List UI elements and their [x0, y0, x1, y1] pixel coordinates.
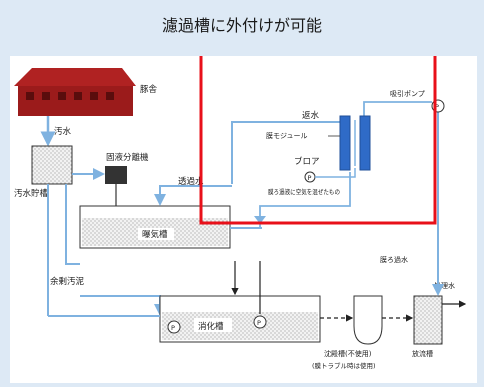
digestion-pump-left-icon [167, 320, 181, 334]
permeate-water-label: 透過水 [178, 176, 204, 187]
left-return-pipe [65, 184, 80, 265]
digestion-pump-right-icon [253, 315, 267, 329]
settling-tank [353, 295, 383, 345]
blower-mark: P [308, 174, 312, 182]
sewage-label: 汚水 [54, 126, 72, 137]
excess-sludge-pipe [80, 295, 166, 316]
membrane-module-left [339, 115, 351, 171]
discharge-tank [413, 295, 443, 345]
return-water-pipe [231, 121, 346, 184]
suction-pump-label: 吸引ポンプ [390, 89, 425, 98]
membrane-to-pump-pipe [363, 101, 432, 116]
solid-separator [105, 166, 127, 184]
membrane-permeate-label: 膜ろ過水 [380, 255, 408, 264]
barn-icon [14, 68, 136, 116]
aeration-tank-label: 曝気槽 [142, 229, 168, 240]
highlight-box [199, 44, 437, 225]
excess-sludge-label: 余剰汚泥 [50, 276, 85, 287]
digestion-tank-label-bg [194, 318, 232, 332]
process-diagram: 豚舎 汚水 汚水貯槽 固液分離機 曝気槽 透過水 余剰汚泥 P 消化槽 P [14, 44, 467, 370]
diagram-panel: 豚舎 汚水 汚水貯槽 固液分離機 曝気槽 透過水 余剰汚泥 P 消化槽 P [10, 44, 477, 383]
blower-label: ブロア [294, 156, 320, 167]
caption: 濾過槽に外付けが可能 [161, 16, 322, 35]
sewage-tank [31, 145, 73, 185]
barn-label: 豚舎 [140, 85, 158, 95]
settling-tank-label: 沈殿槽(不使用) [324, 349, 372, 358]
solid-separator-label: 固液分離機 [106, 152, 149, 163]
digestion-tank-label: 消化槽 [198, 321, 224, 332]
note-line: 膜ろ過液に空気を混ぜたもの [268, 187, 340, 196]
suction-pump-mark: P [435, 103, 439, 111]
digestion-pump-left-mark: P [171, 324, 175, 332]
digestion-pump-right-mark: P [257, 319, 261, 327]
membrane-module-label: 膜モジュール [266, 131, 308, 140]
return-water-label: 返水 [302, 110, 320, 121]
feed-valve-icon [254, 216, 266, 224]
membrane-feed-pipe [259, 172, 351, 228]
membrane-module-right [359, 115, 371, 171]
sewage-tank-label: 汚水貯槽 [14, 188, 49, 199]
discharge-tank-label: 放流槽 [412, 349, 433, 358]
blower-pipe [315, 168, 356, 178]
permeate-water-pipe [154, 185, 232, 206]
digestion-tank-fill [162, 312, 318, 340]
aeration-tank-label-bg [138, 228, 174, 240]
settling-tank-note: (膜トラブル時は使用) [312, 361, 376, 370]
treated-water-label: 処理水 [434, 281, 455, 290]
